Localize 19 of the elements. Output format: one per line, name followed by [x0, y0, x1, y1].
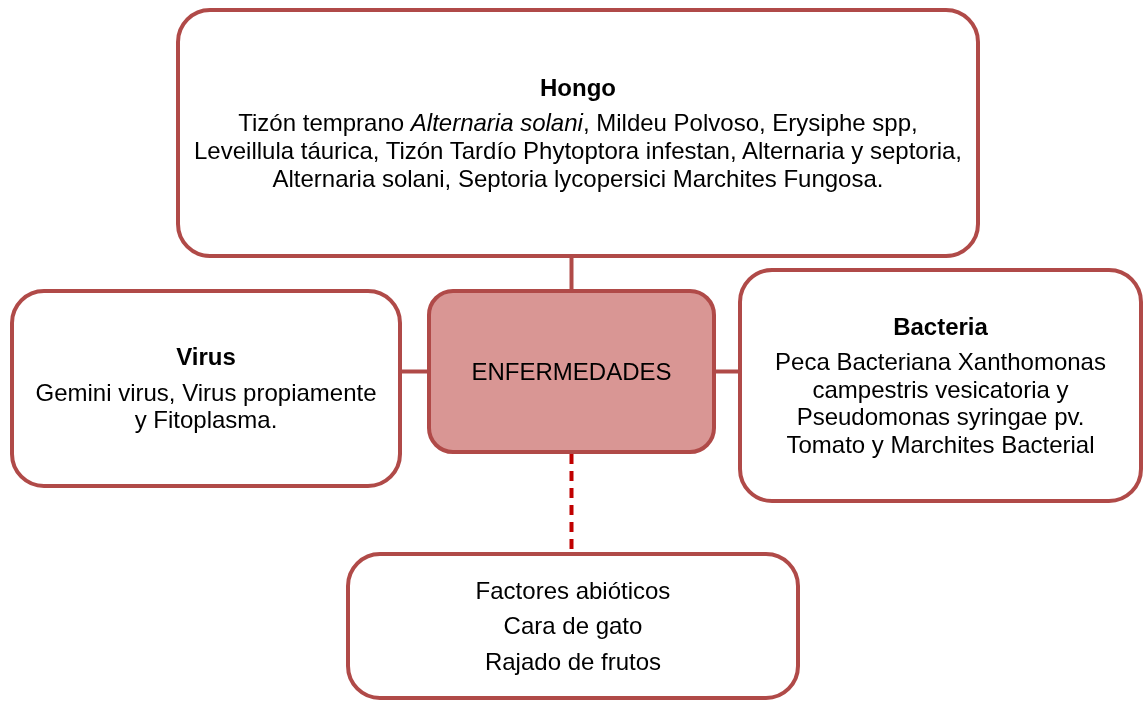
category-box	[738, 268, 1143, 503]
category-title: Virus	[176, 343, 236, 371]
category-description: Tizón temprano Alternaria solani, Mildeu Polvoso, Erysiphe spp, Leveillula táurica, Tizón Tardío Phytoptora infestan, Alternaria y septoria, Alternaria solani, Septoria lycopersici Marchites Fungosa.	[194, 109, 962, 193]
category-title: Hongo	[540, 73, 616, 102]
dashed-connector	[569, 454, 574, 552]
connector	[716, 369, 738, 374]
connector	[402, 369, 427, 374]
connector	[569, 258, 574, 289]
category-box	[346, 552, 800, 700]
central-box	[427, 289, 716, 454]
category-title: Bacteria	[893, 312, 988, 341]
category-description: Gemini virus, Virus propiamente y Fitoplasma.	[34, 378, 378, 434]
list-item: Cara de gato	[503, 612, 643, 640]
list-item: Rajado de frutos	[484, 647, 662, 676]
category-description: Peca Bacteriana Xanthomonas campestris vesicatoria y Pseudomonas syringae pv. Tomato y Marchites Bacterial	[774, 348, 1107, 459]
central-title: ENFERMEDADES	[471, 357, 672, 386]
list-item: Factores abióticos	[475, 576, 671, 605]
category-box	[10, 289, 402, 488]
category-box	[176, 8, 980, 258]
